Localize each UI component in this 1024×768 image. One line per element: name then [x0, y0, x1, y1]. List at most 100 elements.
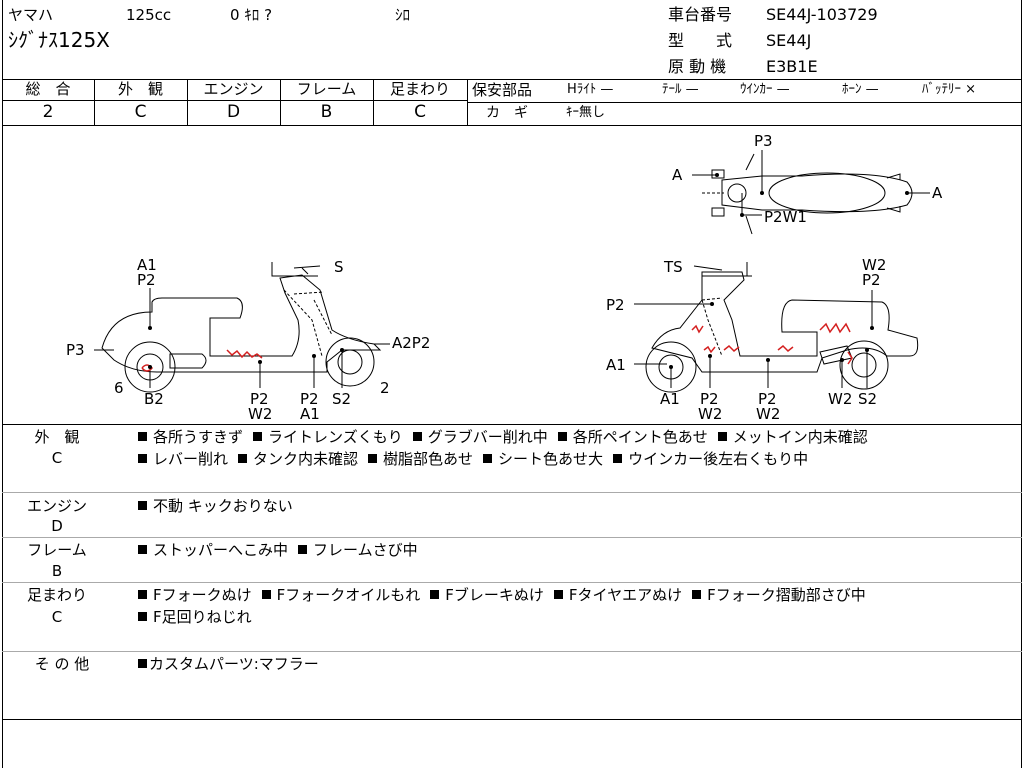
grade-value-frame: B — [320, 102, 333, 122]
top-view-scooter — [702, 153, 913, 235]
grade-divider — [280, 79, 281, 125]
engine-cc: 125cc — [126, 6, 172, 24]
remark-item: フレームさび中 — [313, 541, 418, 559]
other-line: カスタムパーツ:マフラー — [138, 655, 319, 673]
label-right-p2-mid: P2 — [606, 296, 625, 314]
rule-remarks-2 — [2, 537, 1022, 538]
marker-dots — [148, 173, 909, 369]
safety-item-battery: ﾊﾞｯﾃﾘｰ × — [922, 82, 977, 97]
grade-value-exterior: C — [134, 102, 147, 122]
other-label: そ の 他 — [34, 655, 90, 673]
leader-lines — [94, 150, 930, 388]
bullet-icon — [368, 454, 378, 463]
bullet-icon — [138, 612, 147, 621]
label-right-w2-c: W2 — [828, 390, 852, 408]
remark-item: ストッパーへこみ中 — [153, 541, 289, 559]
remark-grade: B — [51, 562, 63, 580]
grade-divider — [94, 79, 95, 125]
label-right-a1-mid: A1 — [606, 356, 626, 374]
label-right-p2-top: P2 — [862, 271, 881, 289]
remark-grade: C — [51, 449, 63, 467]
maker: ヤマハ — [8, 6, 54, 24]
key-value: ｷｰ無し — [566, 105, 606, 120]
other-text: カスタムパーツ:マフラー — [149, 655, 319, 673]
safety-item-horn: ﾎｰﾝ — — [842, 82, 879, 97]
grade-value-suspension: C — [414, 102, 426, 122]
label-right-w2-b: W2 — [756, 405, 780, 423]
remark-name: エンジン — [26, 497, 87, 515]
bullet-icon — [412, 432, 422, 441]
engine-model-value: E3B1E — [766, 57, 818, 76]
rule-grade-mid-right — [467, 102, 1022, 103]
label-right-p2-a: P2 — [700, 390, 719, 408]
remark-name: フレーム — [27, 541, 87, 559]
remark-item: Fフォークぬけ — [153, 586, 252, 604]
remark-item: 各所うすきず — [153, 428, 244, 446]
label-top-a-front: A — [672, 166, 683, 184]
damage-marks — [141, 322, 853, 372]
type-label: 型 式 — [668, 31, 733, 50]
bullet-icon — [138, 590, 147, 599]
label-left-p2-top: P2 — [137, 271, 156, 289]
left-side-scooter — [101, 262, 382, 393]
bullet-icon — [253, 432, 263, 441]
bullet-icon — [298, 545, 308, 554]
label-top-p3: P3 — [754, 132, 773, 150]
label-right-ts: TS — [663, 258, 683, 276]
rule-grade-mid-left — [2, 100, 467, 101]
damage-mark — [777, 344, 794, 353]
remark-item: 樹脂部色あせ — [383, 450, 474, 468]
remark-grade: D — [51, 517, 63, 535]
remark-line: レバー削れ タンク内未確認 樹脂部色あせ シート色あせ大 ウインカー後左右くもり中 — [138, 450, 818, 468]
damage-mark — [226, 349, 263, 359]
remark-grade: C — [51, 608, 63, 626]
label-right-s2: S2 — [858, 390, 877, 408]
bullet-icon — [138, 545, 147, 554]
chassis-value: SE44J-103729 — [766, 5, 878, 24]
bullet-icon — [138, 454, 147, 463]
bullet-icon — [138, 659, 147, 668]
label-left-p2-b: P2 — [300, 390, 319, 408]
label-right-a1-bottom: A1 — [660, 390, 680, 408]
remark-item: シート色あせ大 — [498, 450, 604, 468]
grade-divider — [187, 79, 188, 125]
safety-item-headlight: Hﾗｲﾄ — — [567, 82, 614, 97]
bullet-icon — [138, 432, 147, 441]
damage-mark — [703, 345, 716, 354]
bullet-icon — [613, 454, 623, 463]
damage-mark — [847, 351, 853, 365]
rule-grade-bottom — [2, 125, 1022, 126]
bullet-icon — [717, 432, 727, 441]
diagram-labels: P3 A A P2W1 A1 P2 S P3 A2P2 6 B2 P2 W2 P… — [66, 132, 943, 423]
label-left-s2: S2 — [332, 390, 351, 408]
damage-mark — [691, 324, 704, 334]
remark-item: F足回りねじれ — [153, 608, 252, 626]
rule-remarks-4 — [2, 651, 1022, 652]
grade-header-exterior: 外 観 — [117, 80, 163, 98]
remark-item: レバー削れ — [153, 450, 229, 468]
grade-divider — [467, 79, 468, 125]
remark-item: ウインカー後左右くもり中 — [628, 450, 809, 468]
remark-item: グラブバー削れ中 — [427, 428, 548, 446]
label-left-s: S — [334, 258, 344, 276]
label-left-6: 6 — [114, 379, 124, 397]
label-left-p2-a: P2 — [250, 390, 269, 408]
remark-line: F足回りねじれ — [138, 608, 262, 626]
bullet-icon — [553, 590, 563, 599]
remark-item: タンク内未確認 — [253, 450, 359, 468]
remark-item: Fブレーキぬけ — [445, 586, 544, 604]
remark-line: 不動 キックおりない — [138, 497, 303, 515]
bullet-icon — [430, 590, 440, 599]
label-left-p3: P3 — [66, 341, 85, 359]
body-color: ｼﾛ — [395, 6, 411, 24]
engine-model-label: 原 動 機 — [668, 57, 727, 76]
bullet-icon — [261, 590, 271, 599]
remark-name: 足まわり — [26, 586, 87, 604]
label-left-w2: W2 — [248, 405, 272, 423]
label-right-w2-top: W2 — [862, 256, 886, 274]
frame-right — [1021, 0, 1022, 768]
label-left-b2: B2 — [144, 390, 164, 408]
label-left-a2p2: A2P2 — [392, 334, 430, 352]
grade-header-overall: 総 合 — [25, 80, 71, 98]
grade-header-frame: フレーム — [296, 80, 357, 98]
